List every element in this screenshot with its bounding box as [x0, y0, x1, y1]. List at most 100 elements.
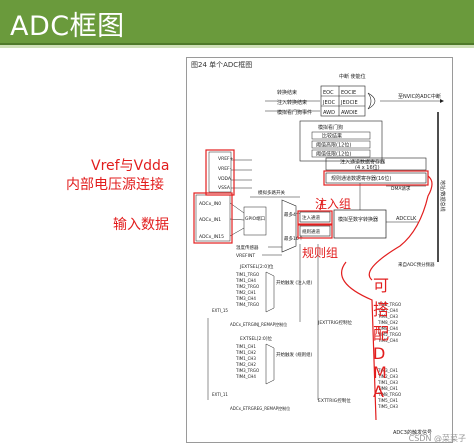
gpio-port-label: GPIO端口	[245, 215, 265, 222]
reg-trigger-list: TIM1_CH1 TIM1_CH2 TIM1_CH3 TIM2_CH2 TIM3…	[235, 344, 259, 379]
awdie-label: AWDIE	[341, 110, 358, 116]
dma-char-5: A	[373, 382, 384, 401]
vref-annotation: Vref与Vdda	[91, 158, 170, 174]
inj-end-label: 注入转换结束	[277, 99, 307, 106]
reg-data-label: 规则通道数据寄存器(16位)	[331, 175, 391, 182]
awd-label: AWD	[323, 110, 335, 116]
reg-trig-right-6: TIM5_CH3	[377, 404, 398, 409]
eoc-label: EOC	[323, 90, 334, 96]
in15-label: ADCx_IN15	[199, 234, 224, 240]
dma-char-0: 可	[373, 276, 390, 295]
dma-char-3: D	[373, 344, 386, 363]
in1-label: ADCx_IN1	[199, 217, 221, 223]
vrefint-label: VREFINT	[236, 253, 255, 259]
inj-trigger-list: TIM1_TRGO TIM1_CH4 TIM2_TRGO TIM2_CH1 TI…	[235, 272, 259, 307]
adcclk-label: ADCCLK	[396, 216, 417, 222]
adc-converter-label: 模拟至数字转换器	[338, 216, 378, 223]
dma-char-4: M	[373, 363, 387, 382]
watermark: CSDN @菜菜子	[408, 434, 466, 443]
in0-label: ADCx_IN0	[199, 201, 221, 207]
reg-trig-5: TIM4_CH4	[235, 374, 256, 379]
inj-trig-right-6: TIM5_CH4	[377, 338, 398, 343]
slide-title: ADC框图	[10, 11, 125, 42]
reg-trig-2: TIM1_CH3	[235, 356, 256, 361]
regular-data-register	[325, 172, 427, 184]
temp-sensor-label: 温度传感器	[236, 244, 259, 251]
etrgreg-label: ADCx_ETRGREG_REMAP控制位	[230, 405, 290, 411]
reg-group-annotation: 规则组	[302, 246, 339, 260]
inj-data-bits: (4 x 16位)	[355, 164, 380, 171]
reg-trig-right-3: TIM8_CH1	[377, 386, 398, 391]
reg-trig-right-0: TIM3_CH1	[377, 368, 398, 373]
inj-trig-right-0: TIM1_TRGO	[377, 302, 401, 307]
reg-trig-1: TIM1_CH2	[235, 350, 256, 355]
exttrig-label: EXTTRIG控制位	[318, 397, 351, 404]
regular-channels-box	[299, 225, 331, 237]
inj-trig-right-1: TIM1_CH4	[377, 308, 398, 313]
conv-end-label: 转换结束	[277, 89, 297, 96]
mux-shape	[281, 199, 297, 253]
red-annotations	[193, 149, 433, 421]
or-gate	[367, 92, 376, 110]
gpio-port-block	[243, 206, 267, 236]
inj-trig-right-2: TIM4_CH3	[377, 314, 398, 319]
up-to-16-label: 最多16个	[284, 235, 304, 242]
dma-char-1: 搭	[373, 300, 390, 319]
reg-trig-0: TIM1_CH1	[235, 344, 256, 349]
reg-trigger-right: TIM3_CH1 TIM2_CH3 TIM1_CH3 TIM8_CH1 TIM8…	[377, 368, 401, 409]
adc3-note: ADC3的触发信号	[393, 429, 432, 436]
inj-channels-label: 注入通道	[302, 214, 320, 221]
figure-label: 图24 单个ADC框图	[191, 61, 253, 69]
inj-data-label: 注入通道数据寄存器	[340, 159, 385, 166]
inj-trig-5: TIM4_TRGO	[235, 302, 259, 307]
vdda-label: VDDA	[218, 176, 232, 182]
vref-sub-annotation: 内部电压源连接	[66, 177, 164, 193]
dma-char-2: 配	[373, 324, 390, 343]
diagram-frame	[186, 57, 453, 443]
analog-wd-label: 模拟看门狗	[318, 124, 343, 131]
inj-trig-2: TIM2_TRGO	[235, 284, 259, 289]
inj-trig-right-3: TIM8_CH2	[377, 320, 398, 325]
inj-trig-right-5: TIM5_TRGO	[377, 332, 401, 337]
low-threshold-label: 阈值低限(12位)	[316, 151, 351, 158]
extsel-label: EXTSEL[2:0]位	[240, 335, 273, 342]
adc-converter-block	[333, 209, 387, 239]
awd-event-label: 模拟看门狗事件	[277, 109, 312, 116]
dma-annotation: 可 搭 配 D M A	[373, 272, 391, 401]
start-trigger-reg: 开始触发 (规则组)	[276, 351, 313, 358]
dma-request-label: DMA请求	[391, 185, 411, 192]
jextsel-label: JEXTSEL[2:0]位	[239, 263, 274, 270]
eocie-label: EOCIE	[341, 90, 356, 96]
reg-trig-right-1: TIM2_CH3	[377, 374, 398, 379]
title-bar: ADC框图	[0, 0, 474, 45]
title-stripe	[0, 45, 474, 48]
from-prescaler-label: 来自ADC预分频器	[398, 261, 435, 268]
jeocie-label: JEOCIE	[340, 100, 358, 106]
inj-trig-right-4: TIM8_CH4	[377, 326, 398, 331]
exti11-label: EXTI_11	[212, 392, 228, 397]
jexttrig-label: JEXTTRIG控制位	[317, 319, 353, 326]
reg-trig-right-2: TIM1_CH3	[377, 380, 398, 385]
nvic-label: 至NVIC的ADC中断	[398, 93, 441, 100]
reg-trig-right-5: TIM5_CH1	[377, 398, 398, 403]
vref-plus-label: VREF+	[218, 156, 234, 162]
input-annotation: 输入数据	[113, 217, 169, 233]
high-threshold-label: 阈值高限(12位)	[316, 142, 351, 149]
vssa-label: VSSA	[218, 185, 231, 191]
inj-trig-1: TIM1_CH4	[235, 278, 256, 283]
etrginj-label: ADCx_ETRGINJ_REMAP控制位	[230, 321, 287, 327]
address-bus-label: 地址/数据总线	[439, 180, 446, 212]
inj-trig-3: TIM2_CH1	[235, 290, 256, 295]
inj-trig-4: TIM3_CH4	[235, 296, 256, 301]
analog-watchdog-block	[299, 120, 383, 162]
reg-trig-3: TIM2_CH2	[235, 362, 256, 367]
analog-mux-label: 模拟多路开关	[258, 189, 285, 196]
inj-trigger-right: TIM1_TRGO TIM1_CH4 TIM4_CH3 TIM8_CH2 TIM…	[377, 302, 401, 343]
vref-minus-label: VREF-	[218, 166, 232, 172]
compare-result-label: 比较结果	[322, 133, 342, 140]
up-to-4-label: 最多4个	[284, 211, 301, 218]
reg-channels-label: 规则通道	[302, 228, 320, 235]
start-trigger-inj: 开始触发 (注入组)	[276, 279, 313, 286]
exti15-label: EXTI_15	[212, 308, 228, 313]
interrupt-enable-label: 中断 使能位	[339, 73, 366, 80]
